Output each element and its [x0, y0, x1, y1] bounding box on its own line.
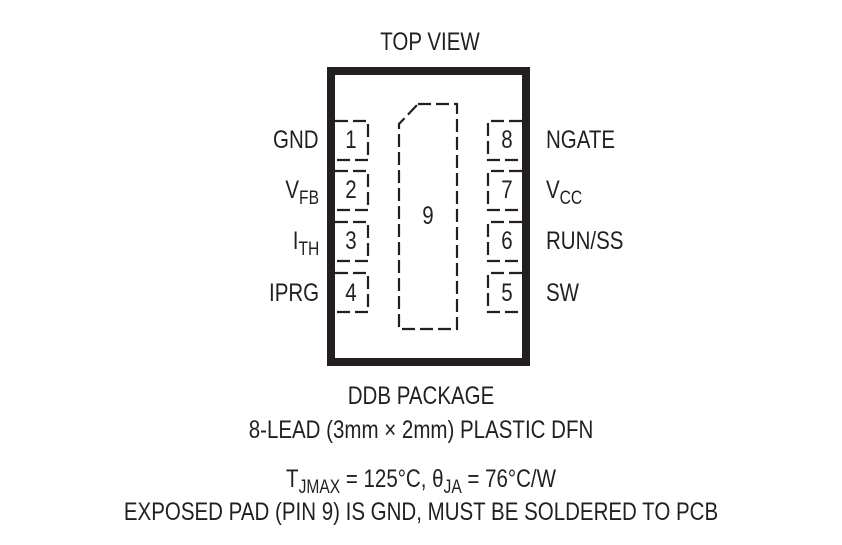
pin-5-pad: [486, 271, 522, 314]
pin-label-vcc: VCC: [546, 176, 583, 209]
package-name: DDB PACKAGE: [347, 382, 495, 410]
pin-number-6: 6: [501, 227, 513, 255]
pin-label-run-ss: RUN/SS: [546, 227, 624, 255]
pin-7-pad: [486, 169, 522, 212]
pin-label-gnd: GND: [273, 126, 319, 154]
view-title: TOP VIEW: [380, 28, 480, 56]
pin-label-ith: ITH: [292, 227, 319, 260]
exposed-pad-outline: [397, 102, 459, 331]
package-description: 8-LEAD (3mm × 2mm) PLASTIC DFN: [248, 416, 594, 444]
thermal-spec: TJMAX = 125°C, θJA = 76°C/W: [286, 465, 556, 498]
pin-number-2: 2: [345, 176, 357, 204]
pin-8-pad: [486, 119, 522, 162]
pin-number-5: 5: [501, 279, 513, 307]
package-body: [327, 67, 530, 366]
pin-number-8: 8: [501, 126, 513, 154]
pin-label-iprg: IPRG: [268, 279, 319, 307]
pin-number-4: 4: [345, 279, 357, 307]
pin-number-1: 1: [345, 126, 357, 154]
pin-6-pad: [486, 220, 522, 263]
pin-number-9: 9: [422, 202, 434, 230]
right-pin-pads: [486, 119, 522, 314]
pin-label-vfb: VFB: [285, 176, 319, 209]
pin-label-ngate: NGATE: [546, 126, 616, 154]
pin-number-3: 3: [345, 227, 357, 255]
exposed-pad-note: EXPOSED PAD (PIN 9) IS GND, MUST BE SOLD…: [123, 498, 719, 526]
pin-label-sw: SW: [546, 279, 580, 307]
pin-number-7: 7: [501, 176, 513, 204]
